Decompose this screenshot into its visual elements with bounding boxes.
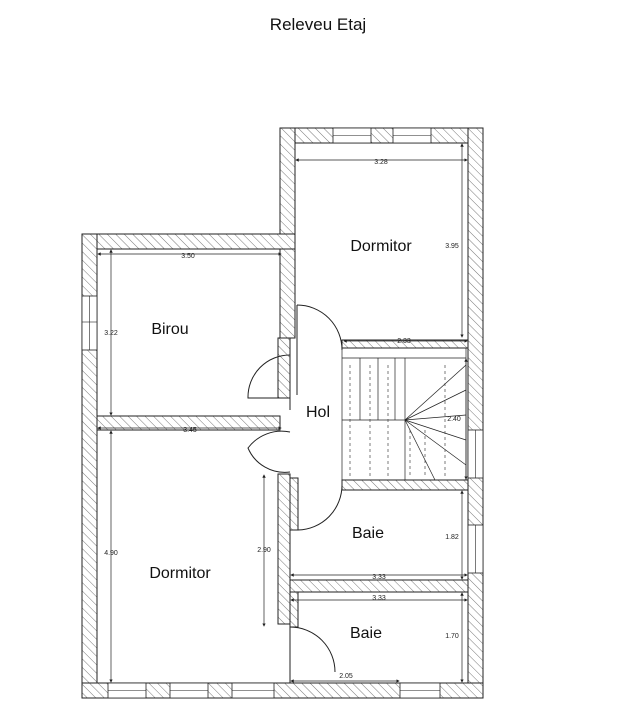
- dimension-lines: [97, 143, 468, 683]
- dimension-labels: 3.28 3.95 2.33 3.50 3.22 3.45 2.40 1.82 …: [104, 159, 461, 680]
- dim-stair-length: 2.40: [447, 416, 461, 423]
- room-label-hol: Hol: [306, 404, 330, 421]
- room-label-baie-bottom: Baie: [350, 625, 382, 642]
- dim-baie-top-width: 3.33: [372, 574, 386, 581]
- room-labels: Dormitor Birou Hol Baie Dormitor Baie: [149, 238, 412, 642]
- dim-baie-bottom-door: 2.05: [339, 673, 353, 680]
- interior-walls: [96, 337, 469, 628]
- doors: [247, 304, 343, 683]
- staircase: [341, 347, 467, 481]
- dim-birou-height: 3.22: [104, 330, 118, 337]
- dim-dormitor-top-height: 3.95: [445, 243, 459, 250]
- dim-dormitor-bottom-height: 4.90: [104, 550, 118, 557]
- dim-dormitor-top-width: 3.28: [374, 159, 388, 166]
- dim-baie-bottom-height: 1.70: [445, 633, 459, 640]
- dim-landing-width: 2.33: [397, 338, 411, 345]
- dim-baie-top-height: 1.82: [445, 534, 459, 541]
- dim-birou-width: 3.50: [181, 253, 195, 260]
- room-label-dormitor-top: Dormitor: [350, 238, 412, 255]
- room-label-baie-top: Baie: [352, 525, 384, 542]
- dim-dormitor-bottom-width: 3.45: [183, 427, 197, 434]
- room-label-dormitor-bottom: Dormitor: [149, 565, 211, 582]
- dim-baie-bottom-width: 3.33: [372, 595, 386, 602]
- plan-title: Releveu Etaj: [270, 15, 366, 34]
- windows: [81, 127, 484, 699]
- room-label-birou: Birou: [151, 321, 188, 338]
- dim-dormitor-bottom-depth: 2.90: [257, 547, 271, 554]
